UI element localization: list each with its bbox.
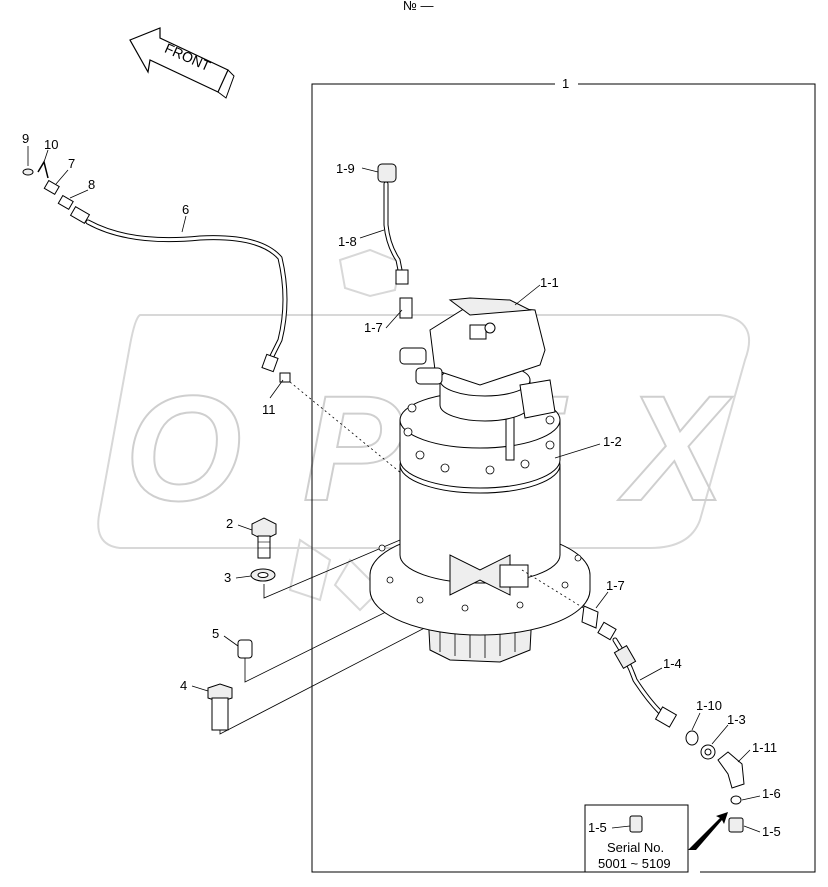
callout-1-1: 1-1 (540, 275, 559, 290)
callout-1-7-right: 1-7 (606, 578, 625, 593)
fitting-1-10 (685, 730, 699, 746)
serial-callout: 1-5 (588, 820, 607, 835)
callout-1-7-top: 1-7 (364, 320, 383, 335)
assembly-frame (311, 83, 816, 873)
callout-1-4: 1-4 (663, 656, 682, 671)
callout-10: 10 (44, 137, 58, 152)
callout-8: 8 (88, 177, 95, 192)
bolt-2 (251, 517, 277, 559)
serial-number-box: 1-5 Serial No. 5001 ~ 5109 (584, 804, 728, 873)
pilot-hose-6 (69, 205, 288, 373)
front-arrow: FRONT (129, 27, 235, 99)
callout-1-8: 1-8 (338, 234, 357, 249)
callout-1: 1 (562, 76, 569, 91)
callout-1-5: 1-5 (762, 824, 781, 839)
callout-1-9: 1-9 (336, 161, 355, 176)
page-mark: № — (403, 0, 434, 13)
callout-9: 9 (22, 131, 29, 146)
hydraulic-motor (399, 297, 556, 422)
callout-1-2: 1-2 (603, 434, 622, 449)
callout-11: 11 (262, 402, 276, 417)
callout-1-11: 1-11 (752, 740, 777, 755)
serial-label: Serial No. (607, 840, 664, 855)
serial-range: 5001 ~ 5109 (598, 856, 671, 871)
callout-4: 4 (180, 678, 187, 693)
clip-10 (37, 160, 49, 179)
breather-pipe (377, 163, 413, 319)
callout-1-10: 1-10 (696, 698, 722, 713)
callout-3: 3 (224, 570, 231, 585)
callout-5: 5 (212, 626, 219, 641)
adapter-8 (57, 194, 74, 211)
washer-3 (250, 568, 276, 582)
fitting-11 (279, 372, 291, 383)
plug-1-5 (728, 817, 744, 833)
reduction-gear-housing (369, 391, 591, 663)
callout-7: 7 (68, 156, 75, 171)
drain-hose-1-4 (581, 605, 678, 728)
oring-1-6 (730, 795, 742, 805)
callout-2: 2 (226, 516, 233, 531)
washer-9 (22, 168, 34, 176)
callout-1-3: 1-3 (727, 712, 746, 727)
pin-5 (237, 639, 253, 659)
oring-1-3 (700, 744, 716, 760)
adapter-7 (43, 179, 60, 196)
callout-6: 6 (182, 202, 189, 217)
callout-1-6: 1-6 (762, 786, 781, 801)
pin-4 (207, 683, 233, 731)
elbow-1-11 (717, 751, 745, 789)
